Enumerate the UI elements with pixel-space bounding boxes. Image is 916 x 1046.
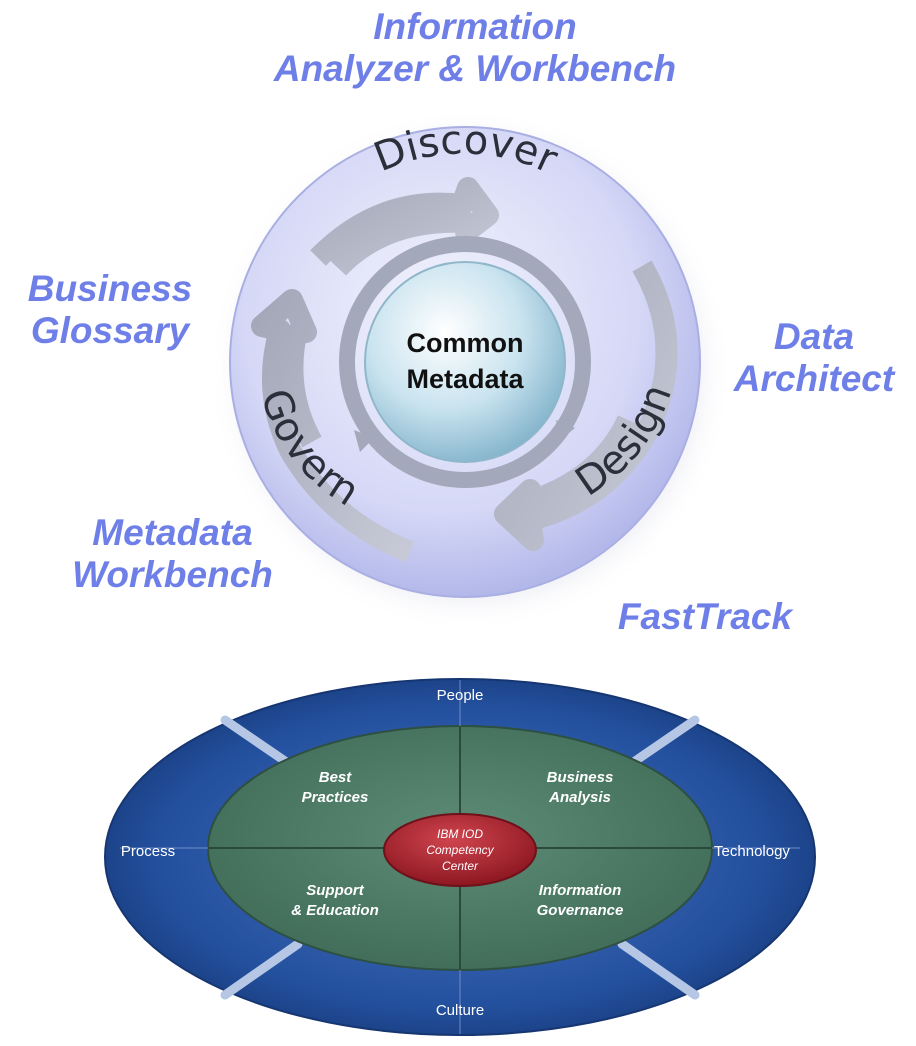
quad-info-line1: Information [539,882,622,899]
ring-label-process: Process [121,843,175,860]
separator-bottom-right [617,939,700,1000]
core-ellipse [383,813,537,887]
fasttrack-line1: FastTrack [617,596,793,637]
inner-ring-pointer-left [354,430,374,452]
core-line1: IBM IOD [437,827,483,841]
metadata-workbench-line2: Workbench [72,554,273,595]
metadata-workbench-label: Metadata Workbench [55,512,290,596]
ring-label-technology: Technology [714,843,790,860]
center-line1: Common [407,328,524,358]
ring-label-culture: Culture [436,1002,484,1019]
arrow-govern [251,289,415,563]
metadata-workbench-line1: Metadata [92,512,253,553]
quad-info-line2: Governance [537,902,624,919]
quad-business-line2: Analysis [548,789,611,806]
arrow-design [494,260,678,551]
metadata-cycle-diagram: Discover Design Govern Common Metadata [208,108,732,632]
inner-ring-pointer-right [556,420,575,440]
inner-ring-pointer-top [454,235,476,252]
arrow-discover [310,177,499,276]
core-line3: Center [442,859,479,873]
center-line2: Metadata [406,364,524,394]
data-architect-label: Data Architect [712,316,916,400]
core-line2: Competency [426,843,494,857]
business-glossary-line2: Glossary [30,310,190,351]
business-glossary-label: Business Glossary [10,268,210,352]
information-analyzer-label: Information Analyzer & Workbench [230,6,720,90]
quad-support-line2: & Education [291,902,379,919]
data-architect-line1: Data [773,316,855,357]
information-analyzer-line1: Information [373,6,577,47]
quad-business-line1: Business [547,769,614,786]
data-architect-line2: Architect [733,358,895,399]
fasttrack-label: FastTrack [600,596,810,638]
common-metadata-hub [364,261,566,463]
separator-bottom-left [220,939,303,1000]
ring-label-people: People [437,687,484,704]
business-glossary-line1: Business [27,268,193,309]
competency-center-diagram: People Process Technology Culture Best P… [104,678,816,1036]
cycle-arrows [251,177,678,563]
information-analyzer-line2: Analyzer & Workbench [273,48,677,89]
quad-best-line1: Best [319,769,353,786]
quad-support-line1: Support [306,882,364,899]
quad-best-line2: Practices [302,789,369,806]
